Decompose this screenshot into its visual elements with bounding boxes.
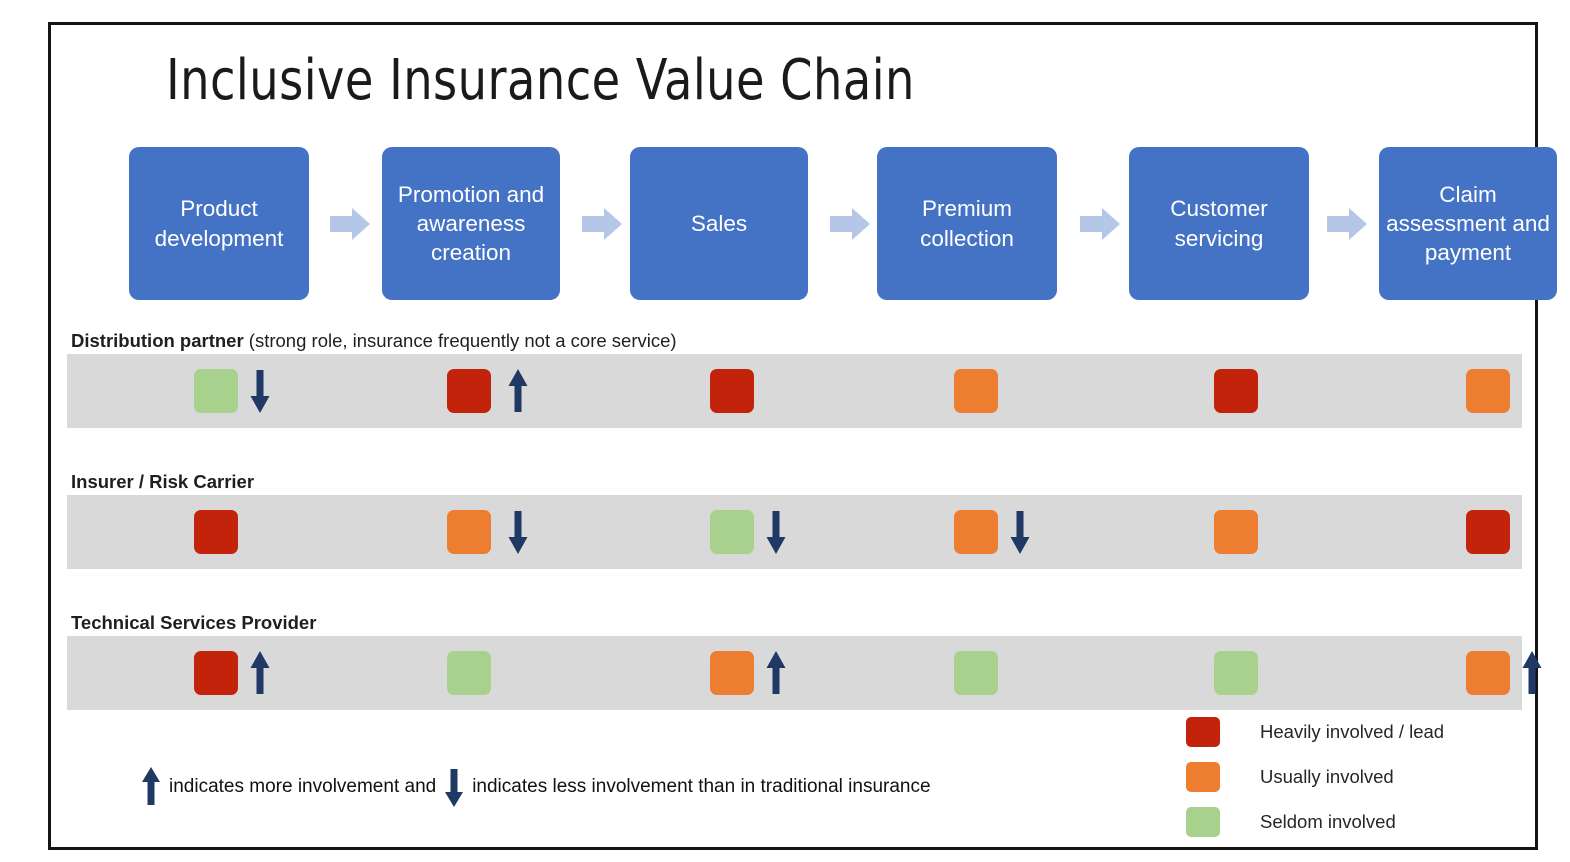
involvement-cell[interactable] (710, 369, 754, 413)
section-band-technical-services-provider (67, 636, 1542, 710)
arrow-up-icon (140, 765, 162, 809)
legend-swatch (1186, 716, 1220, 747)
involvement-cell[interactable] (710, 510, 754, 554)
involvement-cell[interactable] (447, 369, 491, 413)
arrow-up-icon (764, 648, 788, 698)
legend-label: Usually involved (1260, 765, 1394, 787)
involvement-cell[interactable] (1466, 651, 1510, 695)
chain-stage-box[interactable]: Claim assessment and payment (1379, 147, 1557, 300)
involvement-cell[interactable] (194, 510, 238, 554)
section-label-note: (strong role, insurance frequently not a… (243, 330, 677, 351)
legend-item: Heavily involved / lead (1186, 709, 1496, 754)
chain-stage-box[interactable]: Promotion and awareness creation (382, 147, 560, 300)
value-chain-row: Product development Promotion and awarene… (87, 147, 1557, 302)
chain-stage-label: Premium collection (920, 196, 1014, 251)
legend-label: Seldom involved (1260, 810, 1396, 832)
footnote-text-1: indicates more involvement and (169, 776, 437, 797)
section-label-strong: Insurer / Risk Carrier (71, 471, 255, 492)
involvement-cell[interactable] (954, 510, 998, 554)
involvement-cell[interactable] (447, 510, 491, 554)
arrow-down-icon (506, 507, 530, 557)
page-title: Inclusive Insurance Value Chain (166, 48, 915, 113)
arrow-down-icon (443, 765, 465, 809)
arrow-down-icon (248, 366, 272, 416)
involvement-cell[interactable] (1466, 369, 1510, 413)
arrow-down-icon (764, 507, 788, 557)
section-label-technical-services-provider: Technical Services Provider (71, 612, 316, 634)
involvement-cell[interactable] (194, 651, 238, 695)
slide-frame: Inclusive Insurance Value Chain Product … (48, 22, 1557, 850)
chain-stage-label: Promotion and awareness creation (397, 181, 545, 266)
footnote: indicates more involvement and indicates… (135, 765, 933, 809)
chain-stage-box[interactable]: Sales (630, 147, 808, 300)
section-label-distribution-partner: Distribution partner (strong role, insur… (71, 330, 677, 352)
involvement-cell[interactable] (1214, 510, 1258, 554)
involvement-cell[interactable] (1466, 510, 1510, 554)
legend-swatch (1186, 761, 1220, 792)
chain-flow-arrow-icon (1080, 208, 1120, 240)
legend-item: Seldom involved (1186, 799, 1496, 844)
involvement-cell[interactable] (1214, 369, 1258, 413)
involvement-cell[interactable] (710, 651, 754, 695)
section-label-insurer-risk-carrier: Insurer / Risk Carrier (71, 471, 254, 493)
chain-stage-box[interactable]: Premium collection (877, 147, 1057, 300)
chain-flow-arrow-icon (582, 208, 622, 240)
chain-stage-box[interactable]: Product development (129, 147, 309, 300)
chain-stage-label: Sales (690, 210, 748, 236)
footnote-text-2: indicates less involvement than in tradi… (472, 776, 931, 797)
involvement-cell[interactable] (954, 651, 998, 695)
involvement-cell[interactable] (447, 651, 491, 695)
chain-flow-arrow-icon (1327, 208, 1367, 240)
involvement-cell[interactable] (1214, 651, 1258, 695)
arrow-up-icon (248, 648, 272, 698)
section-label-strong: Technical Services Provider (71, 612, 317, 633)
arrow-up-icon (506, 366, 530, 416)
chain-stage-box[interactable]: Customer servicing (1129, 147, 1309, 300)
chain-flow-arrow-icon (330, 208, 370, 240)
involvement-cell[interactable] (954, 369, 998, 413)
arrow-up-icon (1520, 648, 1544, 698)
chain-stage-label: Customer servicing (1170, 196, 1268, 251)
legend-swatch (1186, 806, 1220, 837)
section-band-insurer-risk-carrier (67, 495, 1522, 569)
section-band-distribution-partner (67, 354, 1522, 428)
involvement-cell[interactable] (194, 369, 238, 413)
chain-stage-label: Product development (154, 196, 284, 251)
legend-item: Usually involved (1186, 754, 1496, 799)
section-label-strong: Distribution partner (71, 330, 244, 351)
chain-stage-label: Claim assessment and payment (1386, 181, 1550, 266)
legend-label: Heavily involved / lead (1260, 720, 1445, 742)
arrow-down-icon (1008, 507, 1032, 557)
chain-flow-arrow-icon (830, 208, 870, 240)
